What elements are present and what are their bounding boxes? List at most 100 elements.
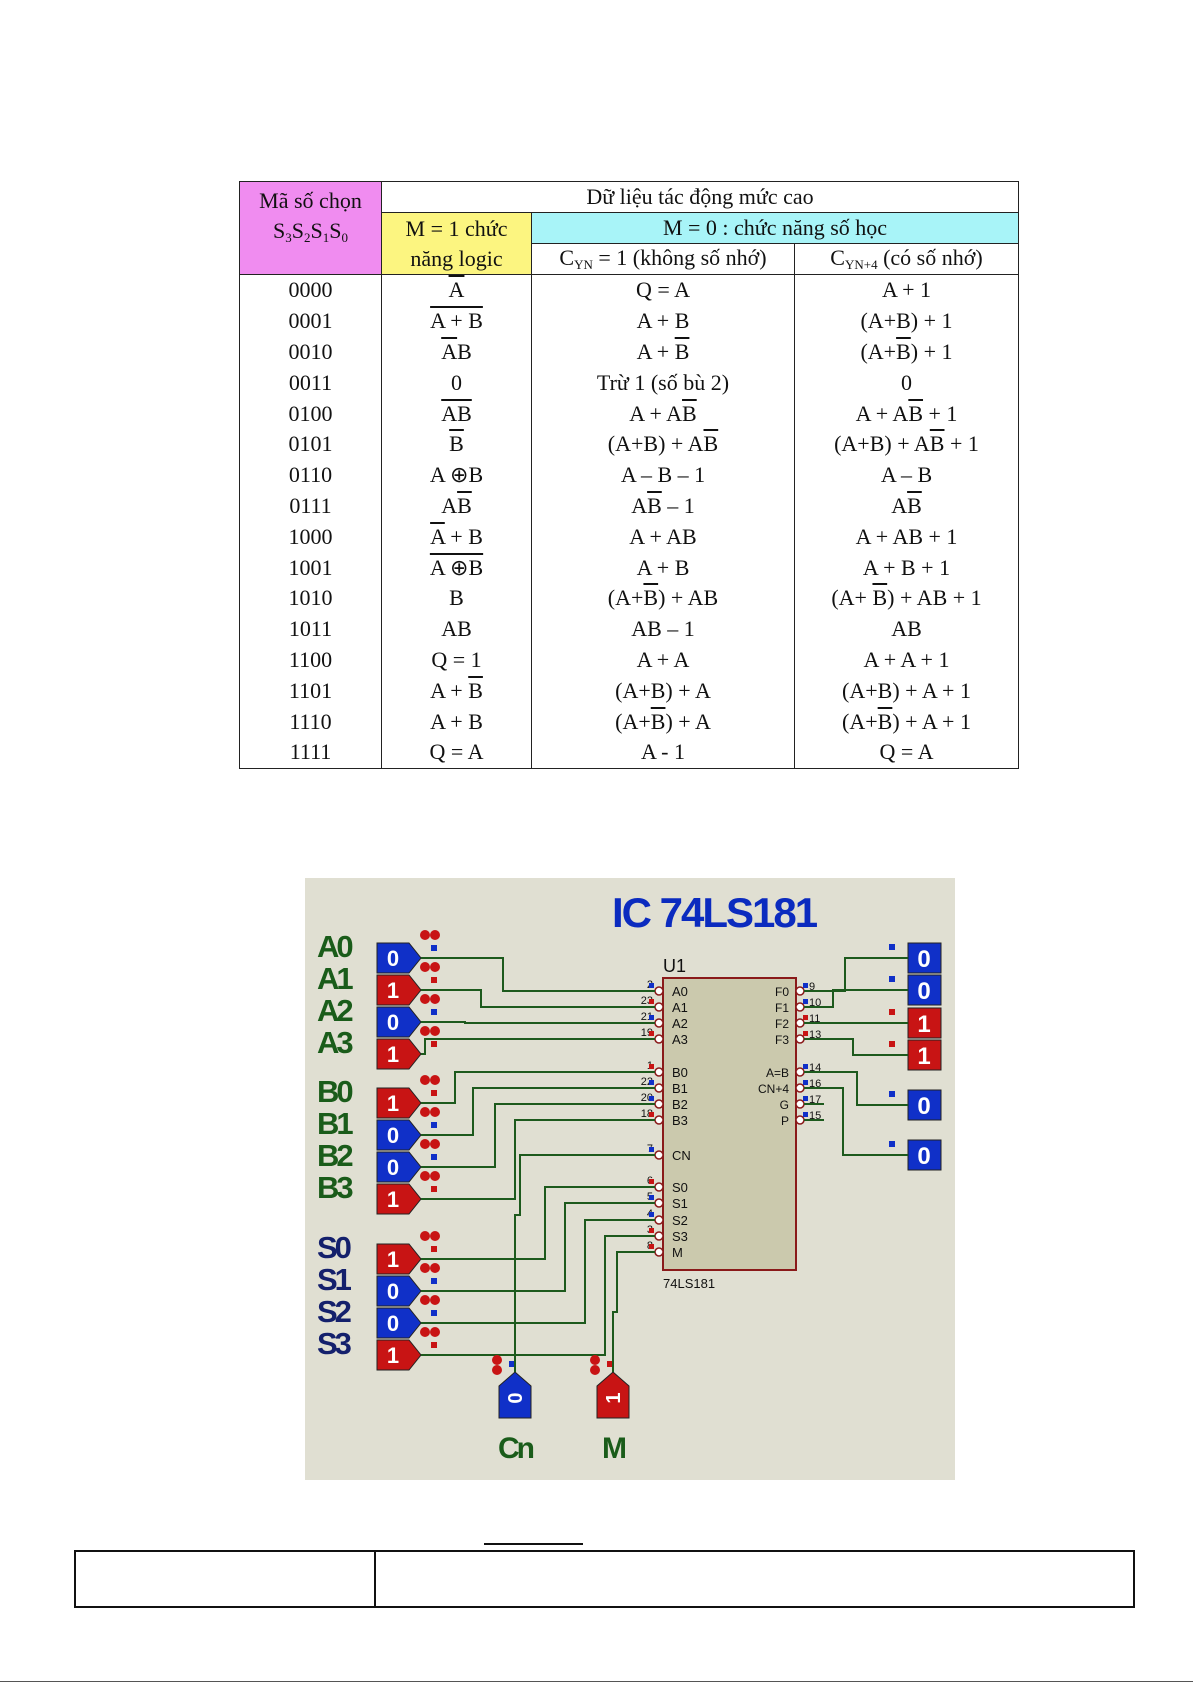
active-high-header: Dữ liệu tác động mức cao: [381, 181, 1019, 213]
probe-value: 1: [917, 1011, 930, 1038]
no-carry-cell: AB – 1: [531, 490, 795, 522]
no-carry-cell: Q = A: [531, 273, 795, 306]
toggle-button: [430, 1139, 440, 1149]
code-cell: 0110: [239, 459, 382, 491]
pin-label: F1: [775, 1001, 789, 1015]
pin-bubble: [795, 1067, 805, 1077]
pin-bubble: [654, 1247, 664, 1257]
source-value: 1: [387, 978, 399, 1003]
toggle-button: [430, 1263, 440, 1273]
source-value: 1: [603, 1392, 625, 1403]
source-value: 0: [387, 1311, 399, 1336]
source-state-marker: [431, 1278, 437, 1284]
no-carry-cell: (A+B) + A: [531, 706, 795, 737]
toggle-button: [420, 1231, 430, 1241]
toggle-button: [420, 1295, 430, 1305]
pin-state-marker: [649, 1096, 654, 1101]
carry-cell: A + B + 1: [794, 552, 1019, 583]
toggle-button: [420, 1171, 430, 1181]
source-value: 0: [505, 1392, 527, 1403]
logic-cell: Q = 1: [381, 644, 532, 676]
pin-state-marker: [649, 1080, 654, 1085]
signal-wire: [612, 1251, 635, 1372]
no-carry-cell: AB – 1: [531, 613, 795, 645]
pin-state-marker: [803, 1096, 808, 1101]
pin-label: F2: [775, 1017, 789, 1031]
source-value: 1: [387, 1091, 399, 1116]
toggle-button: [420, 1263, 430, 1273]
source-value: 0: [387, 1010, 399, 1035]
pin-label: M: [672, 1245, 683, 1260]
select-bit-letter: S: [310, 218, 323, 243]
source-state-marker: [431, 1041, 437, 1047]
carry-cell: (A+B) + 1: [794, 305, 1019, 337]
carry-cell: (A+B) + A + 1: [794, 706, 1019, 737]
no-carry-cell: A + B: [531, 305, 795, 337]
logic-cell: A + B: [381, 675, 532, 707]
logic-cell: AB: [381, 613, 532, 645]
logic-cell: A + B: [381, 521, 532, 553]
no-carry-cell: A – B – 1: [531, 459, 795, 491]
probe-value: 0: [917, 1143, 930, 1170]
probe-high: [907, 1007, 942, 1039]
code-cell: 0001: [239, 305, 382, 337]
chip-part-number: 74LS181: [663, 1276, 715, 1291]
no-carry-cell: A + B: [531, 336, 795, 368]
pin-label: S1: [672, 1196, 688, 1211]
pin-state-marker: [649, 1212, 654, 1217]
toggle-button: [420, 994, 430, 1004]
select-code-header: Mã số chọn S3S2S1S0: [239, 181, 382, 275]
pin-number: 9: [809, 981, 815, 993]
carry-header: CYN+4 (có số nhớ): [794, 243, 1019, 275]
toggle-button: [420, 1327, 430, 1337]
source-state-marker: [431, 1090, 437, 1096]
code-cell: 1001: [239, 552, 382, 583]
pin-label: A0: [672, 984, 688, 999]
logic-cell: AB: [381, 490, 532, 522]
logic-cell: A + B: [381, 305, 532, 337]
source-state-marker: [431, 1186, 437, 1192]
code-cell: 1000: [239, 521, 382, 553]
pin-state-marker: [649, 1195, 654, 1200]
code-cell: 0011: [239, 367, 382, 399]
probe-state-marker: [889, 1141, 895, 1147]
probe-state-marker: [889, 1041, 895, 1047]
toggle-button: [430, 930, 440, 940]
pin-label: CN+4: [758, 1082, 789, 1096]
pin-bubble: [654, 1018, 664, 1028]
toggle-button: [430, 1107, 440, 1117]
carry-cell: Q = A: [794, 736, 1019, 769]
logic-cell: A ⊕B: [381, 459, 532, 491]
cyn1-prefix: C: [559, 245, 575, 270]
cyn1-rest: = 1 (không số nhớ): [592, 245, 767, 270]
pin-label: CN: [672, 1148, 691, 1163]
code-cell: 0100: [239, 398, 382, 429]
source-value: 1: [387, 1187, 399, 1212]
toggle-button: [420, 930, 430, 940]
toggle-button: [420, 962, 430, 972]
toggle-button: [420, 1107, 430, 1117]
signal-wire: [421, 1071, 635, 1104]
code-cell: 0101: [239, 428, 382, 460]
pin-bubble: [654, 1182, 664, 1192]
signal-wire: [421, 1021, 635, 1024]
select-bit-letter: S: [329, 218, 342, 243]
input-label: S3: [317, 1326, 352, 1361]
logic-cell: 0: [381, 367, 532, 399]
input-label: S2: [317, 1294, 351, 1329]
logic-low-source: [376, 942, 422, 974]
source-value: 1: [387, 1247, 399, 1272]
toggle-button: [430, 1295, 440, 1305]
pin-number: 11: [809, 1013, 820, 1025]
logic-high-source: [376, 1183, 422, 1215]
input-label: M: [602, 1432, 625, 1465]
logic-mode-header: M = 1 chức năng logic: [381, 212, 532, 275]
footer-rule: [484, 1543, 583, 1545]
toggle-button: [492, 1355, 502, 1365]
probe-low: [907, 974, 942, 1006]
toggle-button: [420, 1075, 430, 1085]
pin-number: 16: [809, 1078, 821, 1090]
schematic-title: IC 74LS181: [612, 889, 818, 936]
